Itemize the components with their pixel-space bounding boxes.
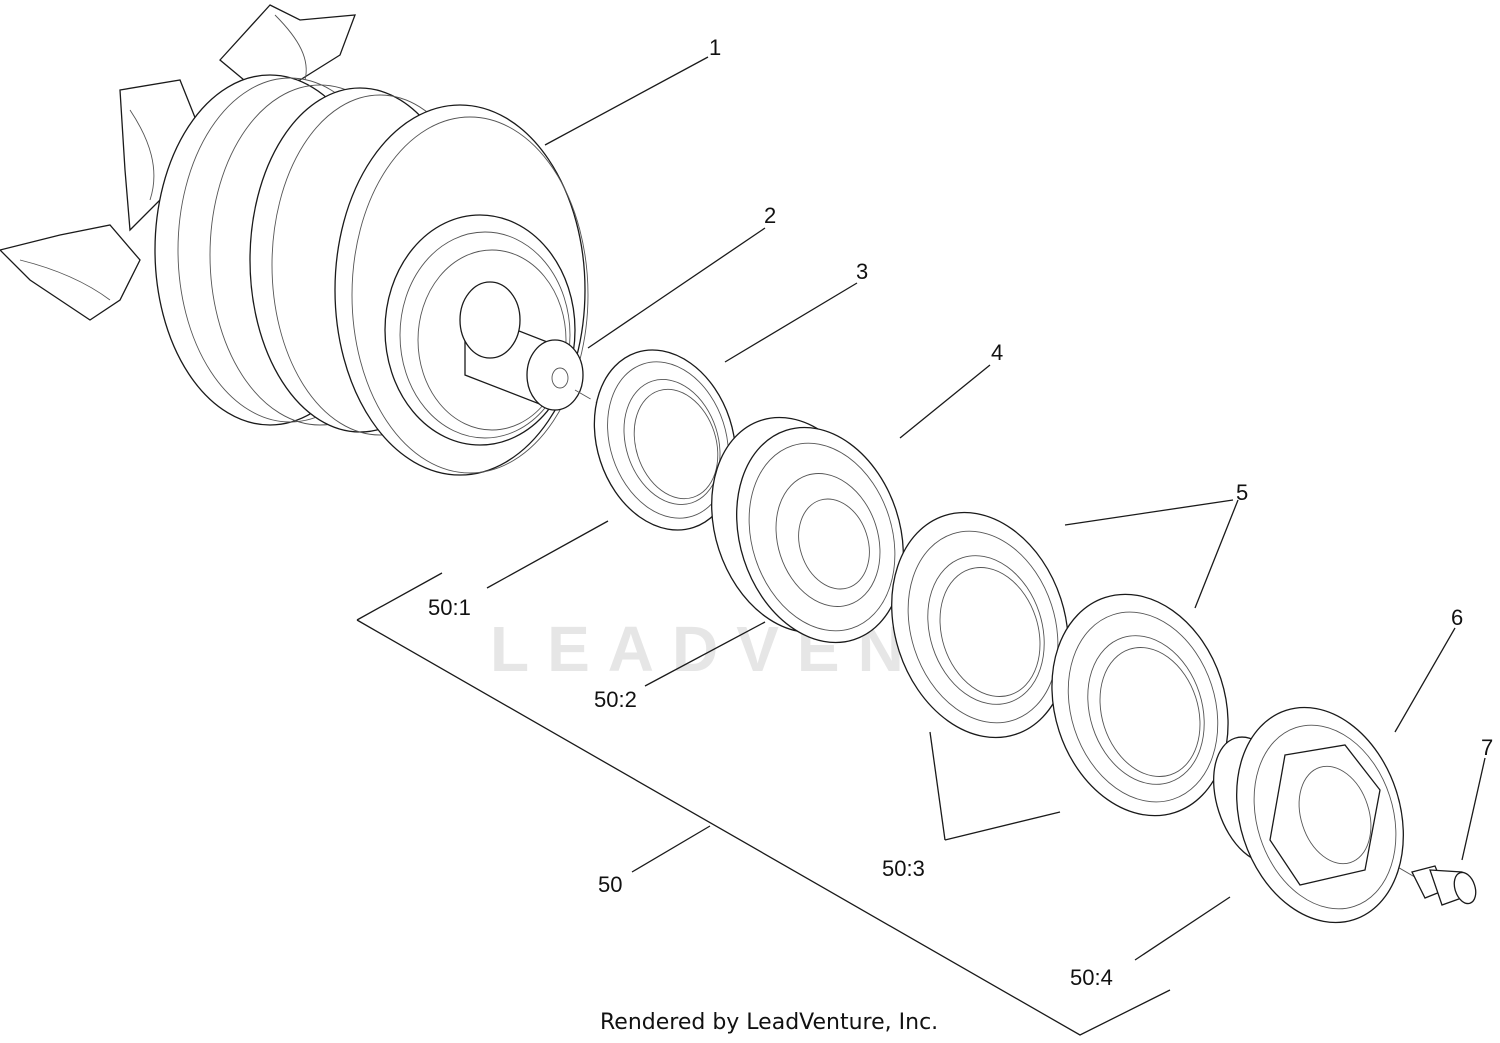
seal-3 [593, 349, 737, 531]
grease-fitting-7 [1411, 865, 1477, 906]
flange-nut-6 [1213, 706, 1404, 924]
callout-3: 3 [856, 259, 869, 284]
wheel-hub [0, 4, 589, 476]
callout-5: 5 [1236, 480, 1249, 505]
callout-2: 2 [764, 203, 777, 228]
callout-7: 7 [1481, 735, 1494, 760]
callout-50-2: 50:2 [594, 687, 637, 712]
callout-50-4: 50:4 [1070, 965, 1113, 990]
callout-1: 1 [709, 35, 722, 60]
callout-50-1: 50:1 [428, 595, 471, 620]
bearing-cup-5b [1051, 593, 1229, 817]
callout-6: 6 [1451, 605, 1464, 630]
bearing-cup-5a [891, 511, 1069, 739]
bearing-4 [711, 416, 904, 644]
callout-50-3: 50:3 [882, 856, 925, 881]
callout-50: 50 [598, 872, 623, 897]
render-credit: Rendered by LeadVenture, Inc. [600, 1010, 939, 1035]
leader-lines [356, 56, 1486, 1036]
callout-4: 4 [991, 340, 1004, 365]
